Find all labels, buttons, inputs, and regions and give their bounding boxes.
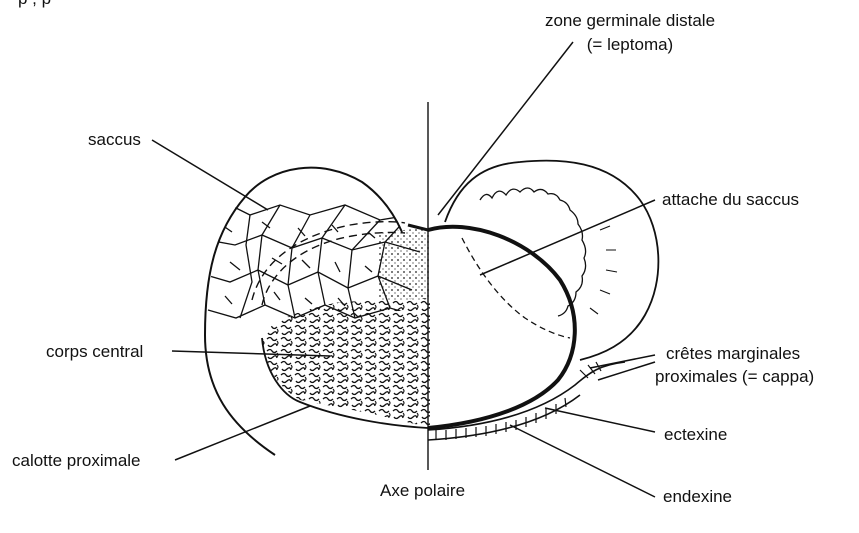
dotted-zone xyxy=(378,228,430,300)
label-cretes-line2: proximales (= cappa) xyxy=(655,366,814,387)
top-caption-fragment: p , p xyxy=(18,0,51,9)
label-ectexine: ectexine xyxy=(664,424,727,445)
central-body-wall xyxy=(428,227,575,428)
label-axe-polaire: Axe polaire xyxy=(380,480,465,501)
label-zone-germinale-line1: zone germinale distale xyxy=(525,10,735,31)
label-cretes-line1: crêtes marginales xyxy=(666,343,800,364)
label-attache-du-saccus: attache du saccus xyxy=(662,189,799,210)
label-endexine: endexine xyxy=(663,486,732,507)
corps-central-texture xyxy=(262,298,430,428)
label-zone-germinale-line2: (= leptoma) xyxy=(525,34,735,55)
label-saccus: saccus xyxy=(88,129,141,150)
label-calotte-proximale: calotte proximale xyxy=(12,450,141,471)
label-corps-central: corps central xyxy=(46,341,143,362)
right-saccus-outline xyxy=(445,161,658,360)
